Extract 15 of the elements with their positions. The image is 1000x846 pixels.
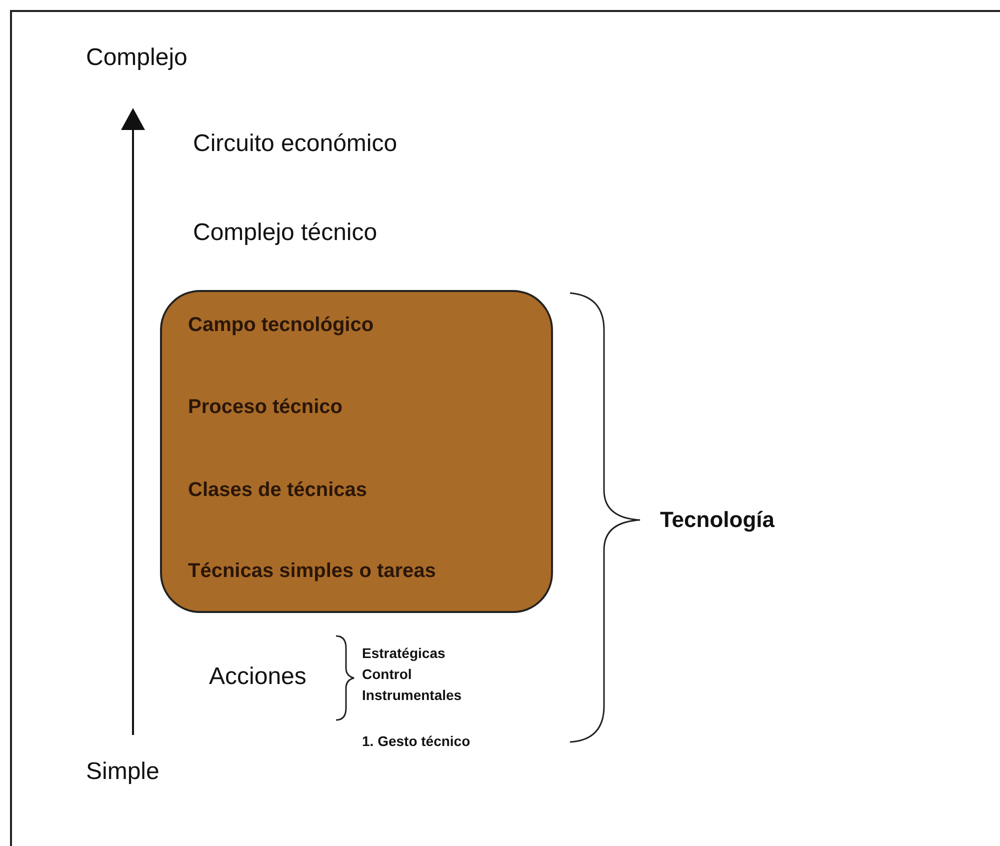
level-label: Complejo técnico [193, 219, 378, 247]
list-item: Estratégicas [362, 645, 446, 662]
list-item: Instrumentales [362, 687, 462, 704]
box-text: Proceso técnico [188, 396, 343, 419]
box-text: Técnicas simples o tareas [188, 560, 436, 583]
level-label: Circuito económico [193, 130, 398, 158]
axis-label: Complejo [86, 44, 188, 72]
list-item: Control [362, 666, 412, 682]
bracket-label: Tecnología [660, 507, 774, 532]
level-label: Acciones [209, 663, 306, 691]
box-text: Campo tecnológico [188, 314, 374, 337]
level-label: 1. Gesto técnico [362, 733, 470, 750]
axis-label: Simple [86, 758, 160, 786]
rounded-box [160, 290, 553, 613]
box-text: Clases de técnicas [188, 479, 367, 502]
